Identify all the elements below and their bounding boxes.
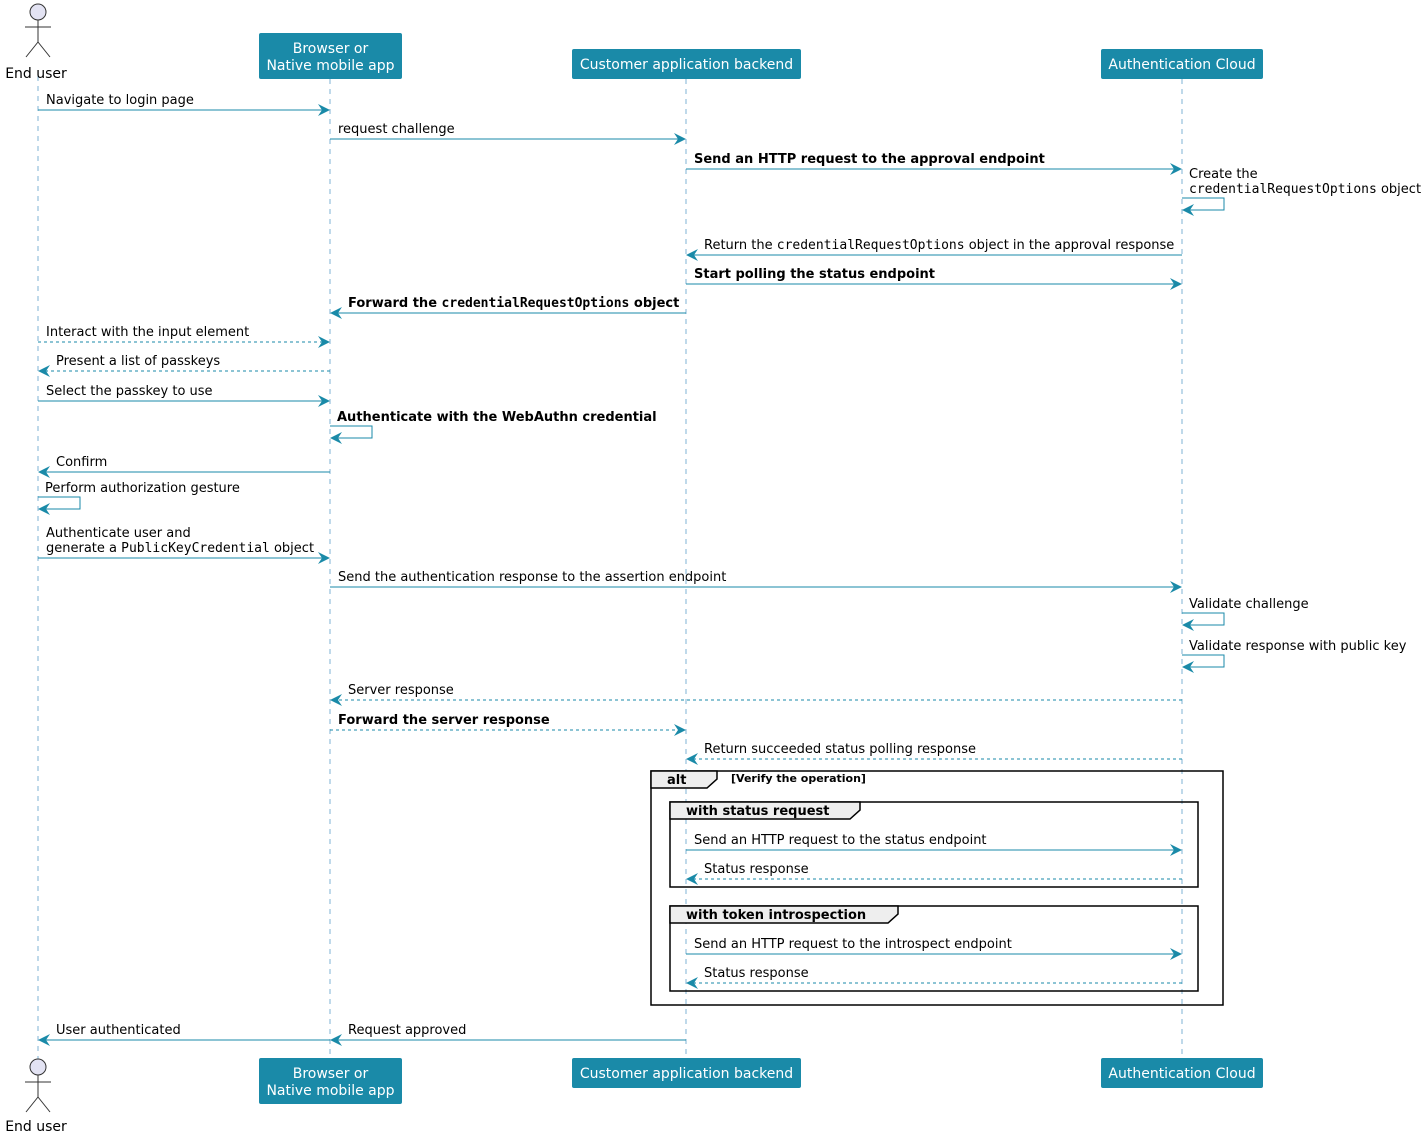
participant-label: Native mobile app: [266, 58, 394, 74]
participant-backend-bottom: Customer application backend: [572, 1058, 801, 1088]
participant-label: Authentication Cloud: [1108, 1066, 1255, 1082]
message-label: Present a list of passkeys: [56, 354, 220, 369]
message-label: Send an HTTP request to the status endpo…: [694, 833, 987, 848]
message-label: Navigate to login page: [46, 93, 194, 108]
actor-bottom: End user: [5, 1058, 67, 1135]
participant-label: Authentication Cloud: [1108, 57, 1255, 73]
message-label: Validate challenge: [1189, 597, 1309, 612]
frame-0: [650, 770, 1224, 1006]
message-label: request challenge: [338, 122, 455, 137]
participant-label: Browser or: [293, 1066, 369, 1082]
message-label: Request approved: [348, 1023, 466, 1038]
message-label: Status response: [704, 862, 809, 877]
frame-tab-1: [669, 801, 861, 820]
message-3: [1182, 197, 1225, 216]
frame-1: [669, 801, 1199, 888]
message-label: Start polling the status endpoint: [694, 267, 935, 282]
actor-top: End user: [5, 3, 67, 82]
message-label: Send an HTTP request to the introspect e…: [694, 937, 1012, 952]
message-label: Forward the server response: [338, 713, 550, 728]
participant-label: Customer application backend: [580, 57, 793, 73]
message-label: Send the authentication response to the …: [338, 570, 726, 585]
participant-label: Customer application backend: [580, 1066, 793, 1082]
message-label: credentialRequestOptions object: [1189, 182, 1421, 197]
actor-label: End user: [5, 1119, 67, 1135]
message-label: User authenticated: [56, 1023, 181, 1038]
participant-cloud-top: Authentication Cloud: [1101, 49, 1263, 79]
frame-tab-0: [650, 770, 718, 789]
message-10: [330, 425, 373, 444]
message-label: Confirm: [56, 455, 107, 470]
message-label: Validate response with public key: [1189, 639, 1407, 654]
message-label: Interact with the input element: [46, 325, 249, 340]
frame-2: [669, 905, 1199, 992]
frame-tag: with status request: [686, 804, 829, 819]
message-12: [38, 496, 81, 515]
frame-tag: alt: [667, 773, 686, 788]
participant-cloud-bottom: Authentication Cloud: [1101, 1058, 1263, 1088]
message-15: [1182, 612, 1225, 631]
message-label: Select the passkey to use: [46, 384, 213, 399]
participant-label: Browser or: [293, 41, 369, 57]
message-label: Return the credentialRequestOptions obje…: [704, 238, 1174, 253]
message-label: Send an HTTP request to the approval end…: [694, 152, 1045, 167]
frame-condition: [Verify the operation]: [731, 772, 866, 785]
actor-label: End user: [5, 66, 67, 82]
message-label: Authenticate user and: [46, 526, 191, 541]
message-label: Forward the credentialRequestOptions obj…: [348, 296, 679, 311]
message-16: [1182, 654, 1225, 673]
participant-label: Native mobile app: [266, 1083, 394, 1099]
message-label: Return succeeded status polling response: [704, 742, 976, 757]
participant-backend-top: Customer application backend: [572, 49, 801, 79]
message-label: Server response: [348, 683, 454, 698]
message-label: generate a PublicKeyCredential object: [46, 541, 314, 556]
message-label: Status response: [704, 966, 809, 981]
frame-tag: with token introspection: [686, 908, 866, 923]
message-label: Authenticate with the WebAuthn credentia…: [337, 410, 657, 425]
message-label: Perform authorization gesture: [45, 481, 240, 496]
frame-tab-2: [669, 905, 899, 924]
message-label: Create the: [1189, 167, 1258, 182]
